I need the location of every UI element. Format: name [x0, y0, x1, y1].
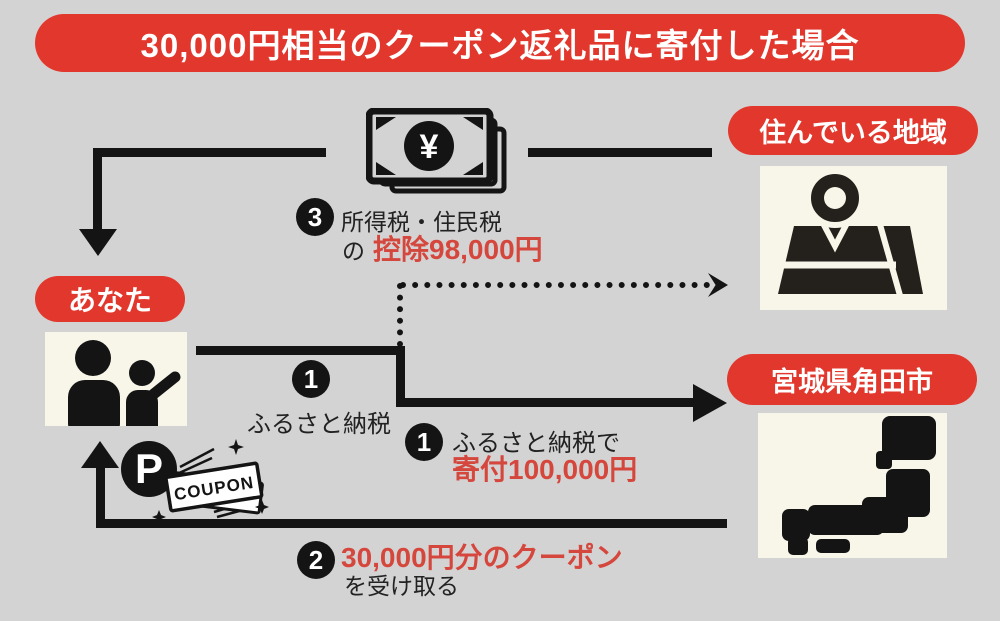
page-title: 30,000円相当のクーポン返礼品に寄付した場合 — [140, 27, 860, 64]
coupon-icon: P COUPON — [121, 439, 269, 524]
yen-bills-icon: ¥ — [366, 108, 507, 194]
family-icon — [68, 340, 181, 426]
node-home-region: 住んでいる地域 — [728, 106, 978, 155]
step-1-detail-number: 1 — [416, 426, 432, 457]
point-p-glyph: P — [135, 445, 163, 492]
tax-deduction-line2: の 控除98,000円 — [342, 228, 543, 268]
tax-deduction-amount: 控除98,000円 — [373, 234, 543, 265]
dotted-arrow-horizontal — [400, 282, 710, 288]
arrowhead-down-icon — [79, 229, 117, 256]
donation-city-label: 宮城県角田市 — [771, 367, 933, 397]
donation-arrow-h2 — [396, 398, 694, 407]
you-label: あなた — [67, 285, 152, 316]
arrow-tax-right-horizontal — [528, 148, 712, 157]
donate-detail-line1: ふるさと納税で — [452, 430, 620, 457]
node-donation-city: 宮城県角田市 — [727, 354, 977, 405]
coupon-amount: 30,000円分のクーポン — [341, 542, 623, 573]
donation-arrow-vertical — [396, 346, 405, 407]
donation-arrow-h1 — [196, 346, 405, 355]
map-pin-icon — [772, 168, 923, 300]
arrow-tax-left-horizontal — [93, 148, 326, 157]
home-region-label: 住んでいる地域 — [759, 118, 947, 148]
step-3-badge: 3 — [296, 198, 334, 236]
step-1-detail-badge: 1 — [405, 423, 443, 461]
donate-label: ふるさと納税 — [247, 411, 391, 438]
tax-deduction-prefix: の — [342, 238, 365, 264]
coupon-arrow-vertical — [96, 467, 105, 528]
coupon-arrow-horizontal — [96, 519, 727, 528]
yen-symbol: ¥ — [420, 128, 439, 166]
arrow-tax-vertical — [93, 148, 102, 232]
node-you: あなた — [35, 276, 185, 322]
donate-amount: 寄付100,000円 — [452, 454, 638, 485]
tax-deduction-line1: 所得税・住民税 — [341, 209, 502, 235]
dotted-arrowhead-icon — [708, 273, 728, 297]
arrowhead-right-icon — [693, 384, 727, 422]
dotted-arrow-vertical — [397, 283, 403, 347]
step-2-number: 2 — [308, 544, 324, 575]
arrowhead-up-icon — [81, 441, 119, 468]
step-1-number: 1 — [303, 363, 319, 394]
step-2-badge: 2 — [297, 541, 335, 579]
title-banner: 30,000円相当のクーポン返礼品に寄付した場合 — [35, 14, 965, 72]
japan-map-icon — [782, 416, 936, 555]
step-3-number: 3 — [307, 201, 323, 232]
coupon-receive-label: を受け取る — [344, 573, 459, 599]
step-1-badge: 1 — [292, 360, 330, 398]
